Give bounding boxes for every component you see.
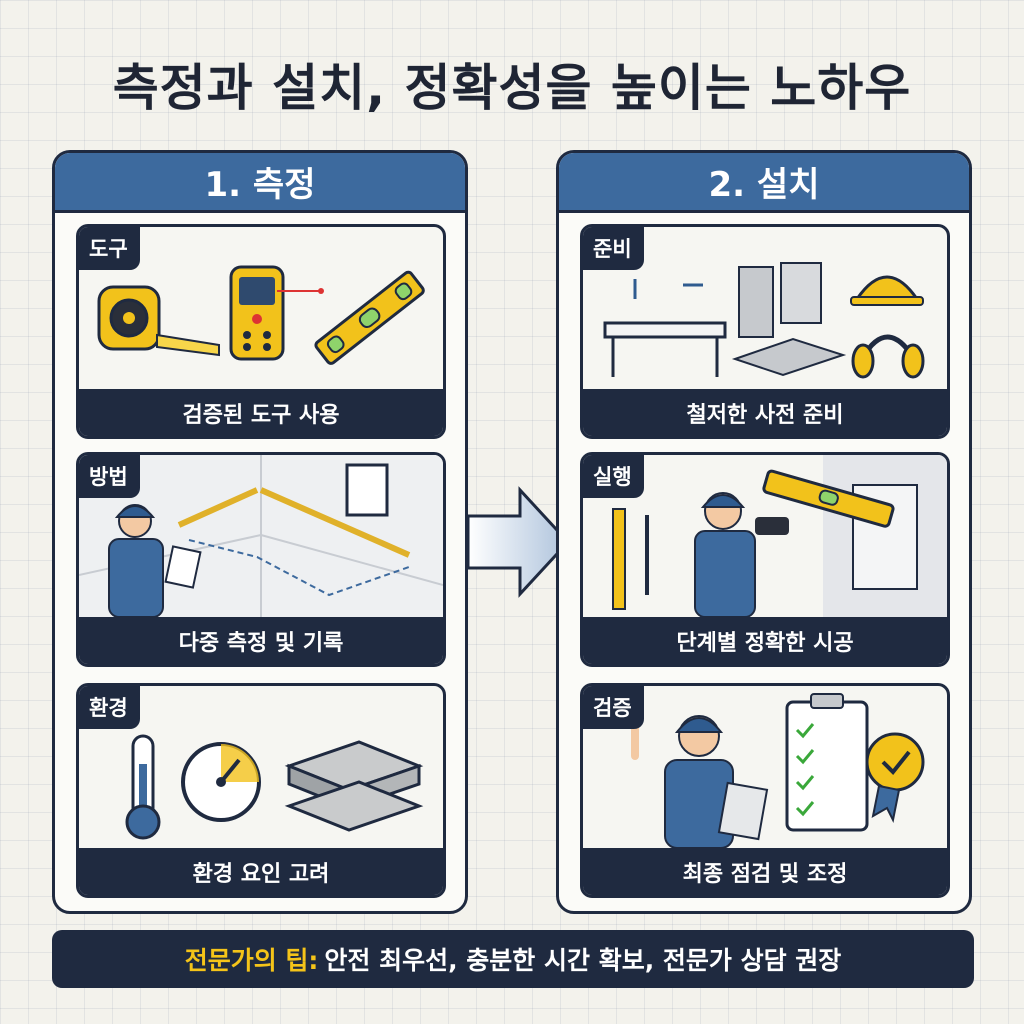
- spirit-level-icon: [762, 469, 895, 528]
- card-tag: 검증: [583, 686, 644, 729]
- card-verify: 검증 최종 점검 및 조정: [580, 683, 950, 898]
- card-caption: 검증된 도구 사용: [79, 389, 443, 436]
- worker-icon: [694, 492, 789, 617]
- laser-meter-icon: [229, 265, 324, 361]
- method-illustration: [79, 455, 443, 617]
- card-caption: 환경 요인 고려: [79, 848, 443, 895]
- card-method: 방법 다중 측정 및 기록: [76, 452, 446, 667]
- hard-hat-icon: [850, 275, 924, 306]
- gauge-icon: [181, 742, 261, 822]
- card-prep: 준비 철저한 사전 준비: [580, 224, 950, 439]
- ear-muffs-icon: [851, 334, 925, 379]
- measure-panel: 1. 측정 도구: [52, 150, 468, 914]
- card-tag: 실행: [583, 455, 644, 498]
- arrow-right-icon: [466, 486, 571, 598]
- worker-icon: [631, 715, 769, 848]
- measure-header: 1. 측정: [55, 153, 465, 213]
- ruler-icon: [612, 508, 626, 610]
- card-caption: 단계별 정확한 시공: [583, 617, 947, 664]
- card-tag: 도구: [79, 227, 140, 270]
- install-header: 2. 설치: [559, 153, 969, 213]
- workbench-icon: [603, 279, 727, 377]
- thermometer-icon: [125, 734, 161, 840]
- tools-illustration: [97, 265, 425, 365]
- card-tools: 도구 검증된 도구: [76, 224, 446, 439]
- card-caption: 다중 측정 및 기록: [79, 617, 443, 664]
- card-environment: 환경 환경 요인 고려: [76, 683, 446, 898]
- prep-illustration: [603, 262, 925, 379]
- page-title: 측정과 설치, 정확성을 높이는 노하우: [112, 59, 912, 117]
- card-tag: 환경: [79, 686, 140, 729]
- material-slab-icon: [284, 740, 424, 832]
- card-caption: 최종 점검 및 조정: [583, 848, 947, 895]
- card-execute: 실행 단계별 정확한 시공: [580, 452, 950, 667]
- tape-measure-icon: [97, 285, 220, 357]
- checklist-icon: [785, 693, 869, 832]
- execute-illustration: [612, 455, 947, 617]
- spirit-level-icon: [314, 270, 425, 365]
- card-tag: 방법: [79, 455, 140, 498]
- card-caption: 철저한 사전 준비: [583, 389, 947, 436]
- install-panel: 2. 설치 준비: [556, 150, 972, 914]
- worker-icon: [108, 504, 202, 617]
- verify-illustration: [631, 693, 925, 848]
- ruler-icon: [177, 487, 411, 558]
- tip-label: 전문가의 팁:: [184, 946, 319, 975]
- expert-tip-bar: 전문가의 팁: 안전 최우선, 충분한 시간 확보, 전문가 상담 권장: [52, 930, 974, 988]
- approval-badge-icon: [865, 732, 925, 824]
- tip-text: 안전 최우선, 충분한 시간 확보, 전문가 상담 권장: [324, 946, 842, 975]
- environment-illustration: [125, 734, 424, 840]
- card-tag: 준비: [583, 227, 644, 270]
- panels-icon: [731, 262, 847, 377]
